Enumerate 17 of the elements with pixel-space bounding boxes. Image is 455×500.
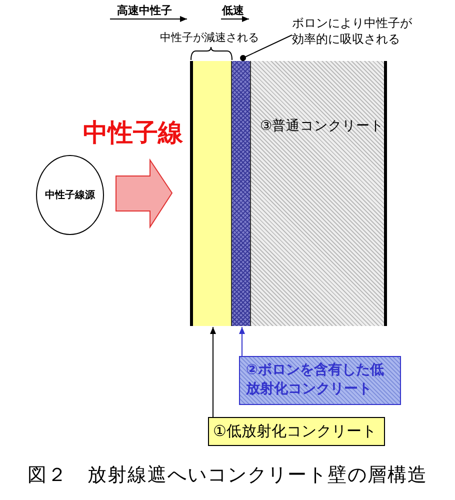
layer-label: ③普通コンクリート [260,117,384,135]
block-arrow [116,158,173,229]
arrow [210,326,216,418]
callout-box: ①低放射化コンクリート [208,417,385,446]
annotation-text: ボロンにより中性子が効率的に吸収される [292,15,422,49]
label-text: 低速 [222,3,244,18]
label-text: 中性子線 [83,117,183,149]
concrete-layer [251,61,387,326]
leader-line [240,34,292,61]
label-text: 中性子が減速される [160,30,259,45]
caption: 図２ 放射線遮へいコンクリート壁の層構造 [26,463,428,488]
label-text: 高速中性子 [117,3,172,18]
arrow [239,326,245,356]
source-label: 中性子線源 [44,188,96,202]
concrete-layer [190,61,231,326]
callout-box: ②ボロンを含有した低放射化コンクリート [239,356,401,405]
boron-layer [231,61,251,326]
